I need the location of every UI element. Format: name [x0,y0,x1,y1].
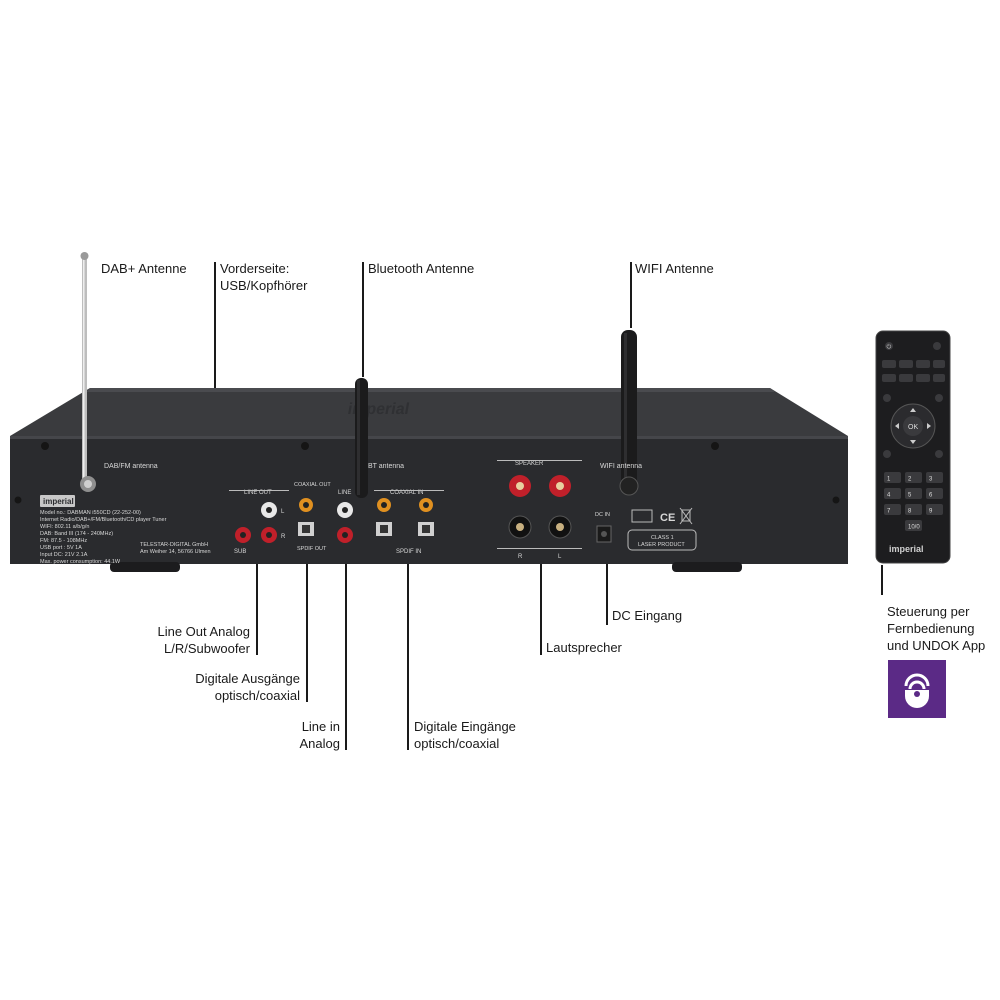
callout-dab-antenna: DAB+ Antenne [101,261,187,276]
leader-digital-in [407,555,409,750]
remote-key-label: 10/0 [908,525,920,531]
receiver-rear-view: imperial DAB/FM antenna imperial Model n… [10,252,848,572]
svg-text:OK: OK [908,424,918,431]
rating-info-line: Max. power consumption: 44.1W [40,559,121,565]
screw-icon [41,442,49,450]
svg-text:LINE OUT: LINE OUT [244,490,272,496]
remote-control: ⏻ OK 1 2 3 4 5 6 7 8 9 10/0 imperial [875,330,951,564]
callout-bluetooth-antenna: Bluetooth Antenne [368,261,475,276]
mute-button [933,342,941,350]
leader-dc-in [606,555,608,625]
svg-text:DC IN: DC IN [595,512,610,518]
screw-icon [832,496,840,504]
remote-key [884,504,901,515]
svg-text:R: R [281,534,286,540]
remote-key [884,488,901,499]
svg-text:SPDIF OUT: SPDIF OUT [297,546,327,552]
rating-info-line: Internet Radio/DAB+/FM/Bluetooth/CD play… [40,517,167,523]
remote-key-label: 5 [908,493,912,499]
bluetooth-antenna [355,378,368,498]
svg-text:R: R [518,554,523,560]
rating-info-line: FM: 87.5 - 108MHz [40,538,87,544]
callout-dc-in: DC Eingang [612,608,683,623]
remote-key [884,472,901,483]
leader-digital-out [306,560,308,702]
leader-line-in [345,555,347,750]
remote-key [926,504,943,515]
remote-key-label: 9 [929,509,933,515]
leader-speaker [540,555,542,655]
svg-text:SPDIF IN: SPDIF IN [396,549,421,555]
svg-text:TELESTAR-DIGITAL GmbH: TELESTAR-DIGITAL GmbH [140,542,208,548]
laser-class-label [627,529,697,551]
rating-info-line: WIFI: 802.11 a/b/g/n [40,524,89,530]
ok-button [903,416,923,436]
callout-digital-out: Digitale Ausgänge optisch/coaxial [195,671,300,703]
callout-speaker: Lautsprecher [546,640,622,655]
remote-key [926,472,943,483]
svg-text:L: L [558,554,562,560]
svg-text:imperial: imperial [889,544,924,554]
svg-text:CLASS 1: CLASS 1 [651,535,674,541]
screw-icon [711,442,719,450]
svg-text:Am Weiher 14, 56766 Ulmen: Am Weiher 14, 56766 Ulmen [140,549,211,555]
svg-text:⏻: ⏻ [887,344,892,351]
rating-info-text: Model no.: DABMAN i550CD (22-252-00)Inte… [40,510,167,565]
callout-wifi-antenna: WIFI Antenne [635,261,714,276]
callout-line-out: Line Out Analog L/R/Subwoofer [157,624,250,656]
svg-text:SPEAKER: SPEAKER [515,461,544,467]
callout-front-usb: Vorderseite: USB/Kopfhörer [220,261,308,293]
manual-icon [631,509,653,523]
leader-front [214,262,216,388]
remote-key [905,504,922,515]
svg-text:COAXIAL OUT: COAXIAL OUT [294,482,331,488]
remote-key-label: 7 [887,509,891,515]
power-button [885,342,893,350]
device-top-surface [10,388,848,436]
svg-text:COAXIAL IN: COAXIAL IN [390,490,423,496]
svg-text:SUB: SUB [234,549,246,555]
remote-key [905,488,922,499]
undok-app-icon [888,660,946,718]
svg-text:WIFI antenna: WIFI antenna [600,463,642,470]
remote-key-label: 2 [908,477,912,483]
callout-line-in: Line in Analog [299,719,340,751]
remote-key-label: 1 [887,477,891,483]
rating-info-line: USB port : 5V 1A [40,545,82,551]
callout-remote: Steuerung per Fernbedienung und UNDOK Ap… [887,604,986,653]
remote-key-label: 6 [929,493,933,499]
remote-key-label: 8 [908,509,912,515]
device-foot-left [110,562,180,572]
screw-icon [301,442,309,450]
leader-remote [881,565,883,595]
leader-line-out [256,555,258,655]
rating-info-line: Input DC: 21V 2.1A [40,552,88,558]
remote-key [926,488,943,499]
svg-text:imperial: imperial [43,497,74,506]
remote-key-label: 4 [887,493,891,499]
svg-text:CE: CE [660,512,675,524]
remote-key-label: 3 [929,477,933,483]
svg-text:LINE: LINE [338,490,351,496]
device-foot-right [672,562,742,572]
svg-text:LASER PRODUCT: LASER PRODUCT [638,542,685,548]
screw-icon [14,496,22,504]
leader-bluetooth [362,262,364,377]
callout-digital-in: Digitale Eingänge optisch/coaxial [414,719,516,751]
remote-key [905,472,922,483]
weee-bin-icon [679,507,693,525]
leader-wifi [630,262,632,328]
svg-text:DAB/FM antenna: DAB/FM antenna [104,463,158,470]
rating-info-line: DAB: Band III (174 - 240MHz) [40,531,113,537]
brand-logo-plate [40,495,75,507]
remote-key [905,520,922,531]
svg-text:L: L [281,509,285,515]
remote-number-keys: 1 2 3 4 5 6 7 8 9 10/0 [884,472,943,531]
svg-text:BT antenna: BT antenna [368,463,404,470]
rating-info-line: Model no.: DABMAN i550CD (22-252-00) [40,510,141,516]
